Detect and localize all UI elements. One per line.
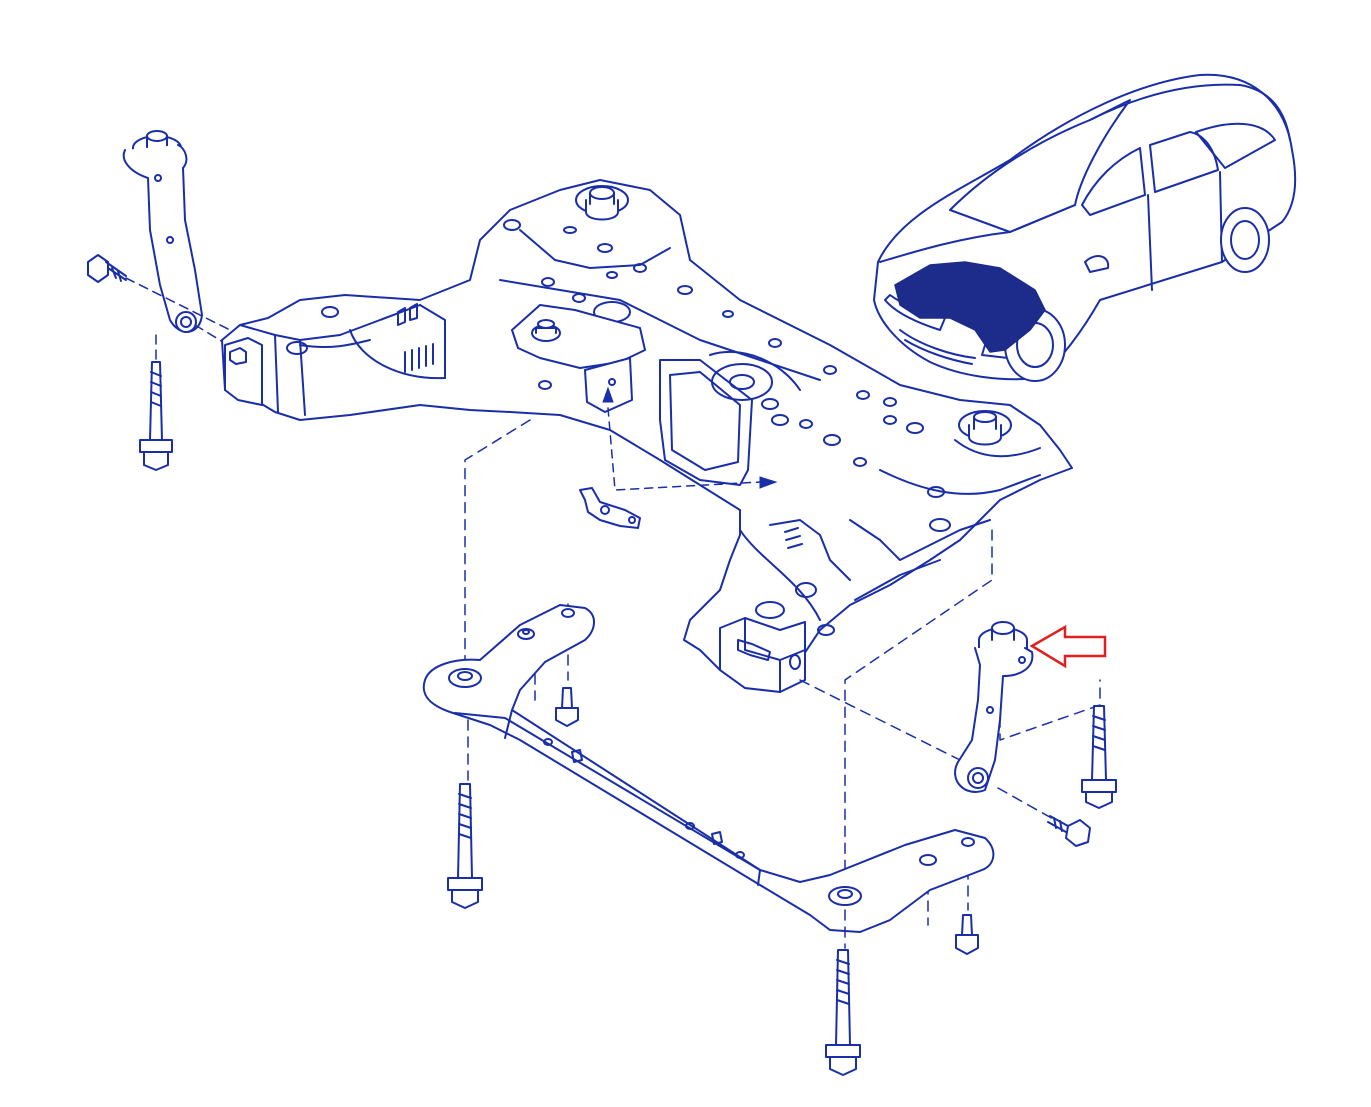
reinforcement-bar-icon xyxy=(422,604,995,933)
bolt-icon xyxy=(955,914,979,955)
bolt-icon xyxy=(139,361,173,471)
subframe-icon xyxy=(221,179,1073,693)
bolt-icon xyxy=(825,949,861,1076)
car-icon xyxy=(873,73,1297,382)
car-subframe-highlight xyxy=(894,261,1046,353)
link-arm-icon xyxy=(954,621,1034,793)
bolt-icon xyxy=(87,254,127,283)
bolt-icon xyxy=(447,783,483,909)
guide-lines xyxy=(607,407,761,491)
bolt-icon xyxy=(1081,705,1117,809)
bolt-icon xyxy=(555,687,579,727)
callout-arrow-icon xyxy=(1029,624,1107,669)
link-arm-icon xyxy=(122,130,203,333)
bolt-icon xyxy=(1047,815,1091,847)
bracket-icon xyxy=(579,487,641,529)
